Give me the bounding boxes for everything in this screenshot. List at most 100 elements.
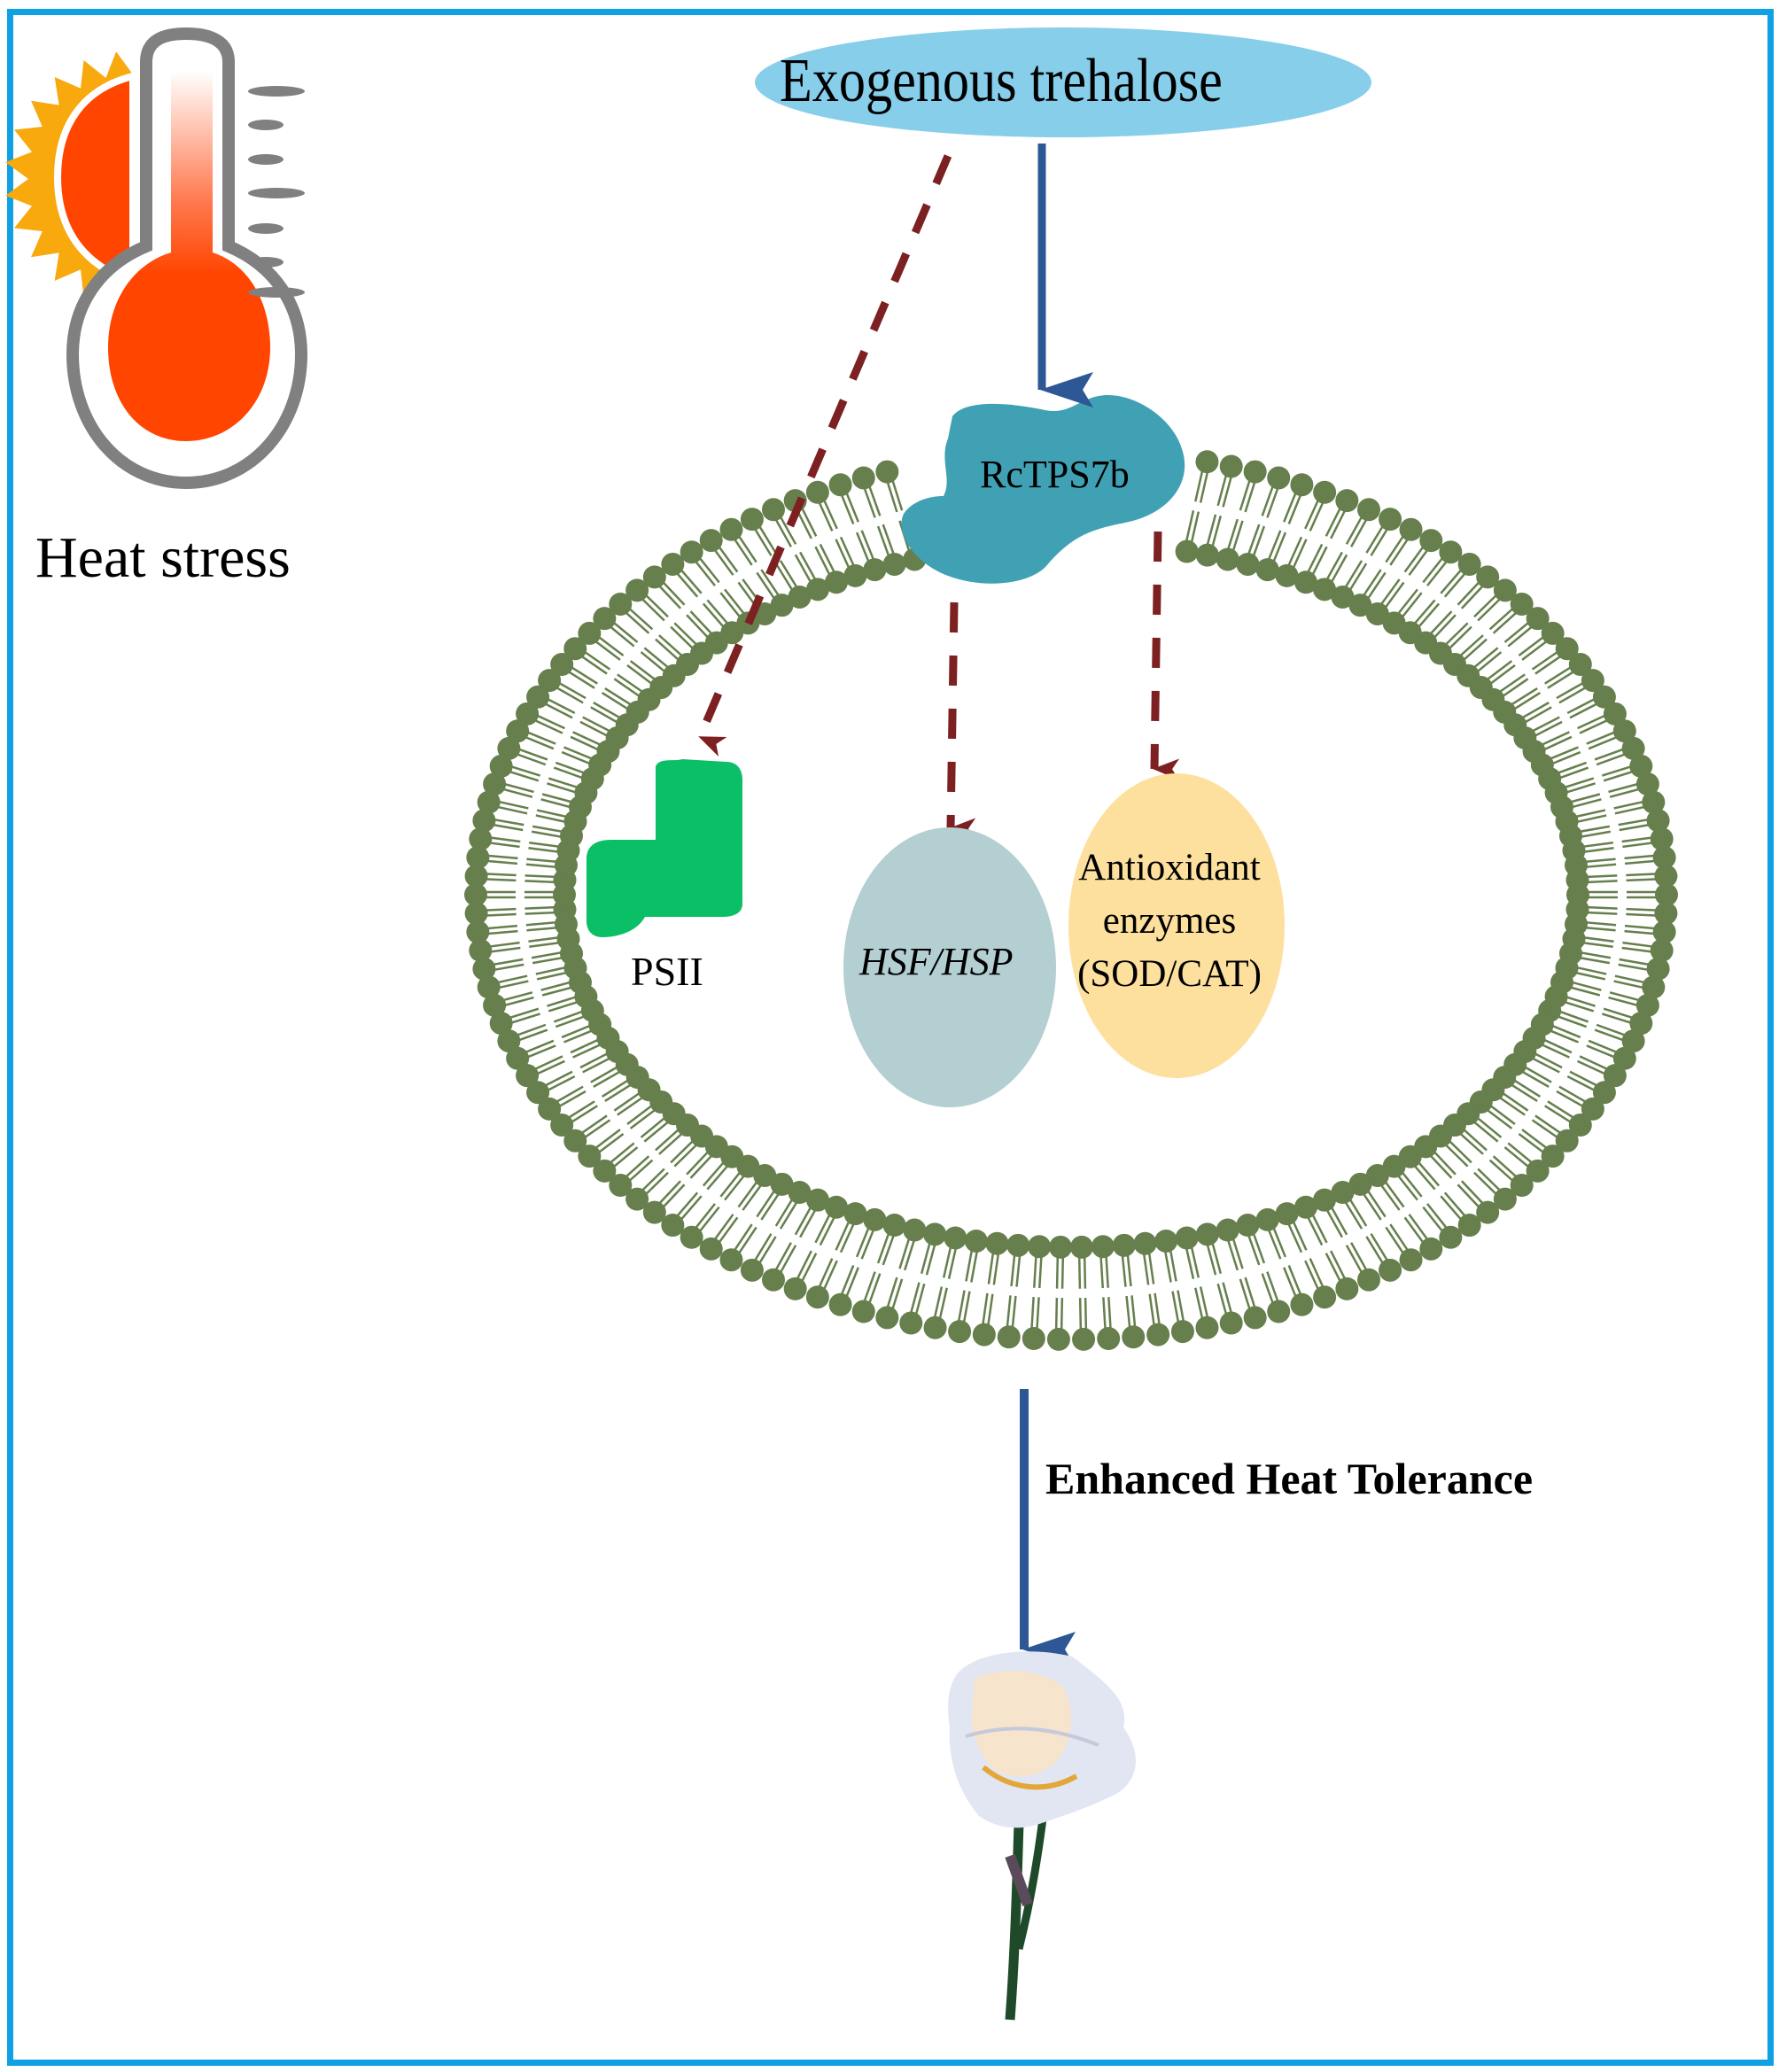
lipid-head xyxy=(1642,975,1666,999)
lipid-head xyxy=(1476,565,1500,589)
lipid-head xyxy=(828,1292,852,1316)
lipid-head xyxy=(1510,1174,1534,1198)
lipid-head xyxy=(593,1159,617,1183)
lipid-head xyxy=(1555,637,1579,661)
lipid-head xyxy=(828,473,852,497)
psii-label: PSII xyxy=(631,949,703,994)
lipid-head xyxy=(1069,1235,1093,1259)
lipid-head xyxy=(1313,1188,1336,1212)
lipid-head xyxy=(762,1268,785,1292)
lipid-head xyxy=(806,578,829,601)
lipid-head xyxy=(1655,883,1678,906)
lipid-head xyxy=(506,1046,530,1070)
lipid-head xyxy=(1331,1181,1355,1205)
lipid-head xyxy=(770,1172,794,1196)
lipid-head xyxy=(1568,1114,1592,1137)
lipid-head xyxy=(1294,1195,1318,1219)
lipid-head xyxy=(578,1145,602,1168)
lipid-head xyxy=(472,957,496,981)
lipid-head xyxy=(526,685,550,709)
lipid-head xyxy=(1646,809,1670,833)
lipid-head xyxy=(1267,1300,1291,1323)
lipid-head xyxy=(516,1064,540,1088)
lipid-head xyxy=(923,1315,947,1339)
lipid-head xyxy=(1275,563,1299,587)
lipid-head xyxy=(642,1200,666,1224)
rose-flower-icon xyxy=(948,1651,1136,2021)
dashed-arrow-to-antioxidant xyxy=(1150,531,1180,780)
lipid-head xyxy=(1510,592,1534,616)
lipid-head xyxy=(1313,1285,1337,1309)
lipid-head xyxy=(661,1214,685,1238)
lipid-head xyxy=(563,1129,587,1152)
lipid-head xyxy=(1476,1200,1500,1224)
lipid-head xyxy=(483,772,507,796)
lipid-head xyxy=(642,565,666,589)
lipid-head xyxy=(1243,460,1267,484)
lipid-head xyxy=(1652,920,1676,944)
lipid-head xyxy=(1195,543,1219,567)
lipid-head xyxy=(1357,498,1380,522)
lipid-head xyxy=(1612,1046,1636,1070)
lipid-head xyxy=(1236,552,1260,576)
lipid-head xyxy=(719,517,743,541)
lipid-head xyxy=(1122,1325,1146,1349)
lipid-head xyxy=(680,540,703,564)
lipid-head xyxy=(699,529,723,553)
lipid-head xyxy=(1170,1320,1194,1344)
lipid-head xyxy=(843,563,867,587)
lipid-head xyxy=(783,1277,807,1300)
lipid-head xyxy=(1313,578,1336,601)
lipid-head xyxy=(1175,539,1199,563)
lipid-head xyxy=(863,1207,887,1231)
lipid-head xyxy=(563,637,587,661)
lipid-head xyxy=(770,594,794,617)
lipid-head xyxy=(964,1229,988,1253)
lipid-head xyxy=(550,652,574,676)
dashed-arrow-to-hsf-hsp xyxy=(946,601,976,840)
sun-icon xyxy=(5,51,136,307)
lipid-head xyxy=(1493,578,1517,602)
lipid-head xyxy=(1650,827,1674,851)
lipid-head xyxy=(1603,1064,1627,1088)
lipid-head xyxy=(1493,1187,1517,1211)
lipid-head xyxy=(1275,1202,1299,1226)
lipid-head xyxy=(740,1258,764,1282)
figure-border xyxy=(7,9,1774,2066)
phospholipid-bilayer-icon xyxy=(464,450,1678,1351)
lipid-head xyxy=(699,1237,723,1261)
lipid-head xyxy=(477,975,501,999)
lipid-head xyxy=(843,1202,867,1226)
lipid-head xyxy=(1348,1172,1372,1196)
lipid-head xyxy=(923,1222,947,1246)
heat-stress-label: Heat stress xyxy=(35,525,291,590)
lipid-head xyxy=(466,920,490,944)
lipid-head xyxy=(1006,1233,1030,1257)
lipid-head xyxy=(788,585,812,609)
lipid-head xyxy=(578,621,602,645)
lipid-head xyxy=(1133,1231,1157,1255)
lipid-head xyxy=(944,1226,967,1250)
lipid-head xyxy=(1335,1277,1359,1300)
lipid-head xyxy=(1195,1222,1219,1246)
lipid-head xyxy=(903,1218,927,1242)
lipid-head xyxy=(882,552,906,576)
lipid-head xyxy=(1022,1327,1045,1351)
lipid-head xyxy=(483,993,507,1017)
lipid-head xyxy=(1294,570,1318,594)
lipid-head xyxy=(851,1300,875,1323)
lipid-head xyxy=(625,578,649,602)
lipid-head xyxy=(1555,1129,1579,1152)
lipid-head xyxy=(1365,1164,1389,1188)
antioxidant-label: Antioxidant enzymes (SOD/CAT) xyxy=(1063,842,1276,1001)
lipid-head xyxy=(1331,585,1355,609)
rctps7b-label: RcTPS7b xyxy=(980,453,1130,496)
lipid-head xyxy=(972,1323,996,1346)
lipid-head xyxy=(875,1306,899,1330)
lipid-head xyxy=(1112,1233,1136,1257)
thermometer-sun-icon xyxy=(5,27,308,490)
lipid-head xyxy=(1097,1327,1121,1351)
lipid-head xyxy=(469,827,493,851)
lipid-head xyxy=(1629,1012,1653,1036)
lipid-head xyxy=(1348,594,1372,617)
